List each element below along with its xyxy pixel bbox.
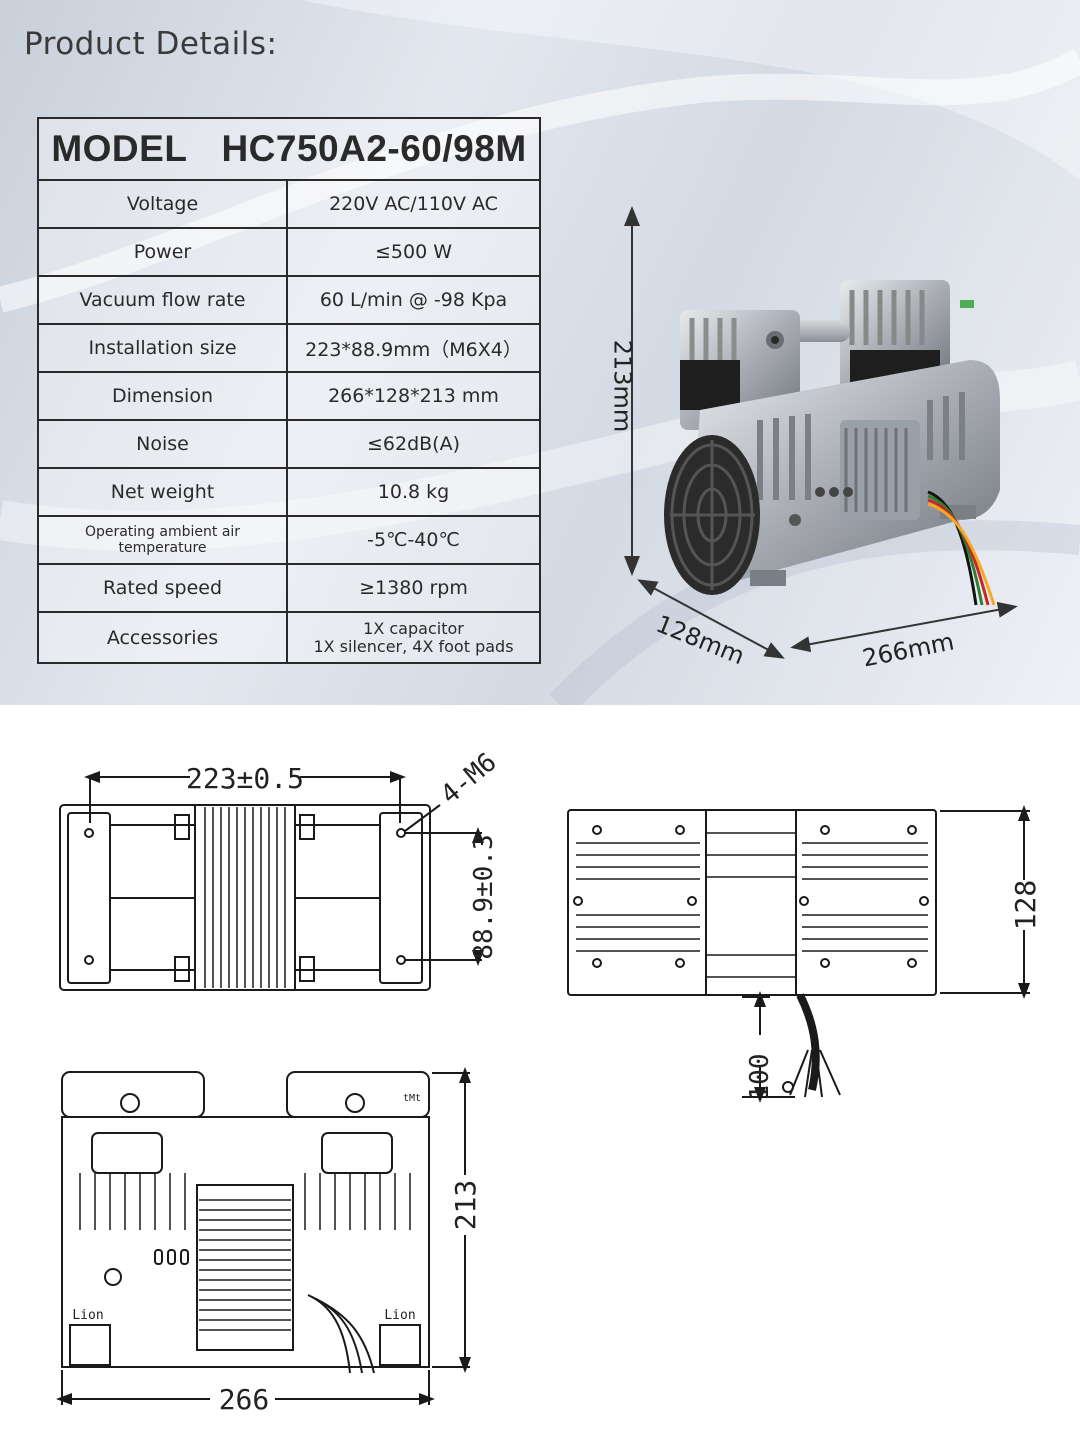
cable-length-label: 100: [745, 1054, 775, 1101]
depth-arrow: [637, 579, 785, 659]
spec-table: MODEL HC750A2-60/98M Voltage 220V AC/110V…: [37, 117, 541, 664]
pump-photo: [624, 206, 1018, 659]
width-arrow: [790, 601, 1018, 653]
table-row: Operating ambient air temperature -5℃-40…: [37, 515, 541, 565]
accessories-line-2: 1X silencer, 4X foot pads: [313, 636, 514, 656]
mount-depth-label: 88.9±0.3: [469, 834, 499, 959]
spec-label: Noise: [37, 419, 288, 469]
spec-value: 220V AC/110V AC: [286, 179, 541, 229]
top-view-drawing: [59, 771, 484, 991]
spec-label: Installation size: [37, 323, 288, 373]
front-width-label: 266: [219, 1383, 270, 1416]
brand-label-right: Lion: [384, 1308, 415, 1323]
spec-label: Dimension: [37, 371, 288, 421]
technical-drawings: 223±0.5 4-M6 88.9±0.3 128 100 213 266 Li…: [56, 747, 1042, 1416]
product-hero-section: Product Details: MODEL HC750A2-60/98M Vol…: [0, 0, 1080, 705]
front-view-drawing: [56, 1067, 471, 1405]
spec-label: Voltage: [37, 179, 288, 229]
spec-value: 10.8 kg: [286, 467, 541, 517]
brand-label-left: Lion: [72, 1308, 103, 1323]
spec-label: Net weight: [37, 467, 288, 517]
spec-value: ≤500 W: [286, 227, 541, 277]
spec-value: -5℃-40℃: [286, 515, 541, 565]
model-label: MODEL: [51, 128, 188, 169]
table-row: Vacuum flow rate 60 L/min @ -98 Kpa: [37, 275, 541, 325]
mount-bolts-label: 4-M6: [435, 747, 502, 810]
table-row: Voltage 220V AC/110V AC: [37, 179, 541, 229]
spec-label: Power: [37, 227, 288, 277]
height-dimension-label: 213mm: [608, 339, 637, 433]
page-title: Product Details:: [24, 26, 278, 62]
spec-value-accessories: 1X capacitor 1X silencer, 4X foot pads: [286, 611, 541, 664]
table-row: Noise ≤62dB(A): [37, 419, 541, 469]
table-row: Dimension 266*128*213 mm: [37, 371, 541, 421]
spec-label: Accessories: [37, 611, 288, 664]
mount-spacing-label: 223±0.5: [186, 762, 304, 795]
spec-label: Vacuum flow rate: [37, 275, 288, 325]
side-view-drawing: [567, 805, 1030, 1103]
spec-label: Operating ambient air temperature: [37, 515, 288, 565]
brand-tag: tMt: [403, 1093, 421, 1104]
model-header: MODEL HC750A2-60/98M: [37, 117, 541, 181]
table-row: Rated speed ≥1380 rpm: [37, 563, 541, 613]
spec-value: 223*88.9mm（M6X4）: [286, 323, 541, 373]
pump-body: [664, 280, 1000, 606]
table-row: Net weight 10.8 kg: [37, 467, 541, 517]
spec-value: 266*128*213 mm: [286, 371, 541, 421]
spec-value: 60 L/min @ -98 Kpa: [286, 275, 541, 325]
spec-label: Rated speed: [37, 563, 288, 613]
model-value: HC750A2-60/98M: [221, 128, 527, 169]
accessories-line-1: 1X capacitor: [363, 618, 464, 638]
table-row: Installation size 223*88.9mm（M6X4）: [37, 323, 541, 373]
front-height-label: 213: [449, 1180, 482, 1231]
side-depth-label: 128: [1009, 880, 1042, 931]
table-row: Power ≤500 W: [37, 227, 541, 277]
table-row: Accessories 1X capacitor 1X silencer, 4X…: [37, 611, 541, 664]
spec-value: ≤62dB(A): [286, 419, 541, 469]
model-header-row: MODEL HC750A2-60/98M: [37, 117, 541, 181]
spec-value: ≥1380 rpm: [286, 563, 541, 613]
